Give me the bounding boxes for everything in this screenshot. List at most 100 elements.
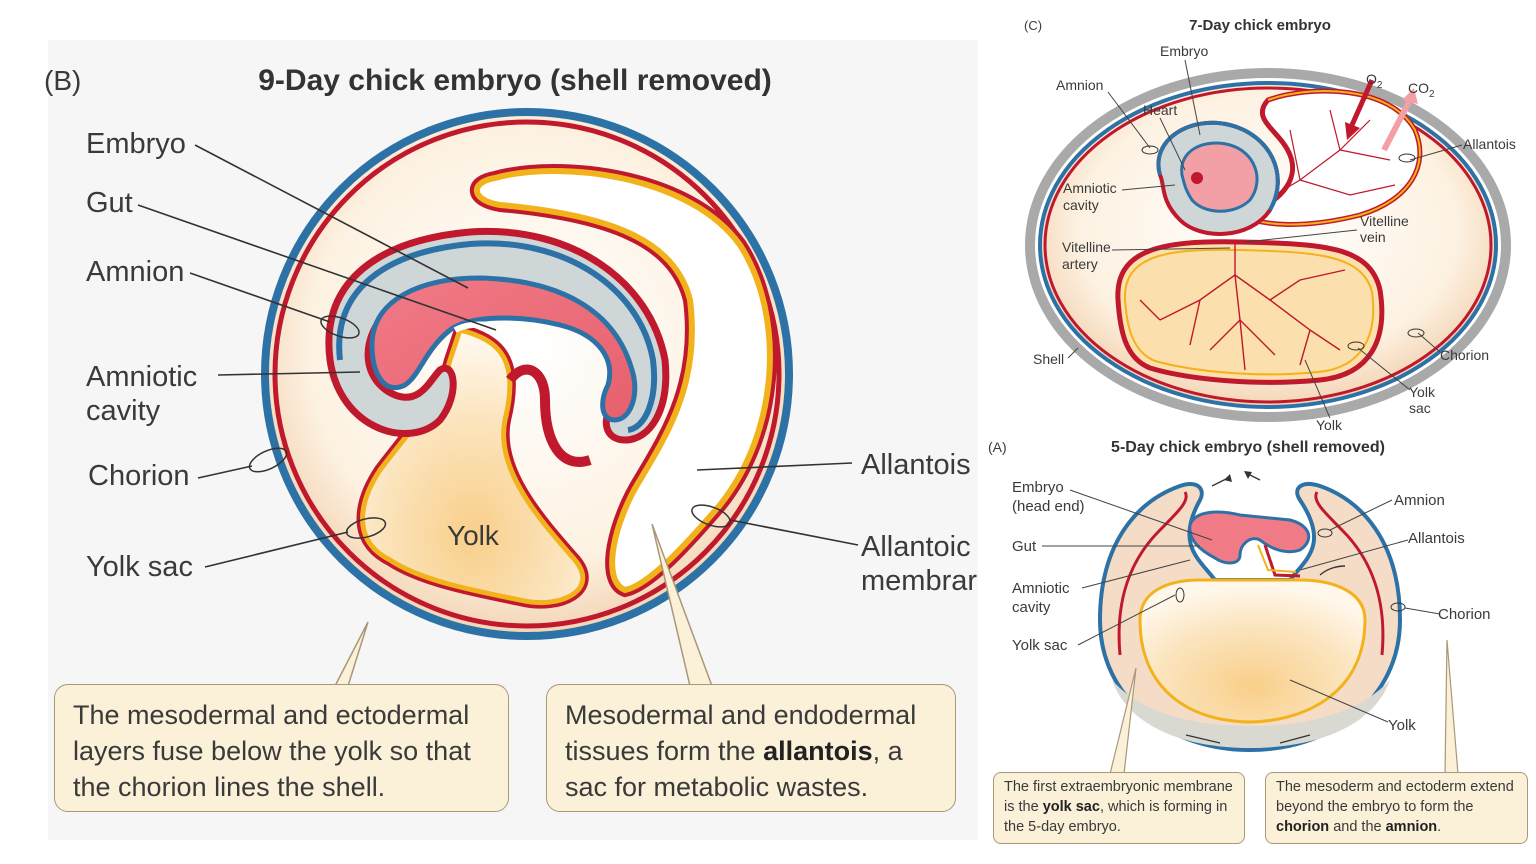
o2-arrow — [1349, 78, 1375, 127]
callout-a1-pointer — [1109, 667, 1137, 775]
panel-a-title: 5-Day chick embryo (shell removed) — [1111, 439, 1385, 456]
allantois-a-bud-inner — [1257, 544, 1297, 573]
amnion-marker — [320, 315, 360, 339]
callout-a-yolksac-pre: The first extraembryonic membrane is the — [1004, 779, 1233, 815]
allantois-c-inner — [1239, 90, 1421, 226]
a-label-yolksac: Yolk sac — [1012, 637, 1068, 654]
yolk-arrow-right — [1279, 734, 1311, 744]
c-label-amniotic-1: Amniotic — [1063, 180, 1117, 196]
callout-b2-pointer — [651, 523, 713, 687]
amnion-c-marker — [1141, 145, 1159, 155]
a-label-embryo-2: (head end) — [1012, 498, 1085, 515]
panel-b: (B) 9-Day chick embryo (shell removed) — [44, 40, 978, 840]
yolk-sac-c-inner — [1123, 248, 1375, 376]
yolksac-a-marker — [1175, 587, 1185, 603]
embryo-body — [369, 275, 638, 423]
panel-b-leaders — [137, 144, 859, 568]
a-label-amniotic-2: cavity — [1012, 599, 1051, 616]
c-label-vitvein-2: vein — [1360, 229, 1386, 245]
yolk-sac — [360, 327, 586, 606]
heart-c — [1191, 172, 1203, 184]
allantois-sac — [473, 168, 773, 594]
label-embryo: Embryo — [86, 128, 186, 160]
callout-a-yolksac: The first extraembryonic membrane is the… — [993, 772, 1245, 844]
panel-a-letter: (A) — [988, 439, 1007, 455]
allantois-c-marker — [1398, 153, 1416, 163]
callout-b-allantois-pre: Mesodermal and endodermal tissues form t… — [565, 700, 917, 766]
chorion-c-marker — [1407, 328, 1425, 338]
label-allantois: Allantois — [861, 449, 971, 481]
label-amnion: Amnion — [86, 256, 184, 288]
callout-b-allantois-post: , a sac for metabolic wastes. — [565, 736, 903, 802]
panel-c: (C) 7-Day chick embryo — [1024, 17, 1516, 433]
callout-a2-pointer — [1444, 639, 1459, 775]
allantoic-stalk — [506, 364, 592, 467]
arrow-up-right-head — [1244, 471, 1252, 479]
c-label-yolksac-2: sac — [1409, 400, 1431, 416]
yolk-a — [1138, 578, 1367, 724]
panel-c-leaders — [1067, 59, 1463, 419]
label-allantoic-membrane-1: Allantoic — [861, 531, 971, 563]
vitelline-vessels — [1139, 240, 1346, 371]
yolk-a-grey-rim — [1112, 680, 1390, 748]
callout-b-chorion-text: The mesodermal and ectodermal layers fus… — [73, 700, 471, 802]
arrow-up-left-head — [1224, 474, 1232, 482]
label-gut: Gut — [86, 187, 133, 219]
c-label-embryo: Embryo — [1160, 43, 1208, 59]
callout-a-yolksac-post: , which is forming in the 5-day embryo. — [1004, 799, 1228, 835]
label-amniotic-cavity-2: cavity — [86, 395, 161, 427]
a-label-amnion: Amnion — [1394, 492, 1445, 509]
callout-a-chorion-amnion: The mesoderm and ectoderm extend beyond … — [1265, 772, 1528, 844]
mesoderm-a-right — [1314, 491, 1385, 656]
c-label-shell: Shell — [1033, 351, 1064, 367]
amnion-ectoderm — [336, 240, 657, 433]
callout-a-ca-post: . — [1437, 819, 1442, 835]
amnion-a-marker — [1317, 528, 1333, 538]
co2-arrowhead — [1402, 88, 1418, 104]
c-label-o2: O2 — [1366, 71, 1383, 91]
co2-arrow — [1381, 98, 1413, 152]
gut-lumen — [453, 321, 522, 338]
c-label-yolk: Yolk — [1316, 417, 1343, 433]
c-label-vitart-1: Vitelline — [1062, 239, 1111, 255]
a-label-chorion: Chorion — [1438, 606, 1491, 623]
c-label-chorion: Chorion — [1440, 347, 1489, 363]
yolksac-marker — [345, 517, 387, 539]
c-label-allantois: Allantois — [1463, 136, 1516, 152]
a-label-embryo-1: Embryo — [1012, 479, 1064, 496]
label-yolk-sac: Yolk sac — [86, 551, 193, 583]
panel-c-title: 7-Day chick embryo — [1189, 17, 1331, 34]
callout-a-ca-pre: The mesoderm and ectoderm extend beyond … — [1276, 779, 1514, 815]
embryo-c — [1180, 141, 1259, 213]
label-yolk: Yolk — [447, 520, 500, 551]
panel-c-letter: (C) — [1024, 18, 1042, 33]
c-label-amniotic-2: cavity — [1063, 197, 1099, 213]
callout-a-ca-bold1: chorion — [1276, 819, 1330, 835]
c-label-co2: CO2 — [1408, 80, 1435, 100]
embryo-a — [1188, 510, 1311, 565]
a-label-gut: Gut — [1012, 538, 1037, 555]
a-label-amniotic-1: Amniotic — [1012, 580, 1070, 597]
callout-a-ca-bold2: amnion — [1385, 819, 1438, 835]
callout-b-allantois-bold: allantois — [763, 736, 873, 766]
panel-b-letter: (B) — [44, 65, 81, 96]
chorion-a-marker — [1390, 602, 1406, 612]
callout-a-yolksac-bold: yolk sac — [1042, 799, 1100, 815]
amnion-c-ectoderm — [1156, 120, 1280, 211]
label-allantoic-membrane-2: membrar — [861, 565, 977, 597]
c-label-vitvein-1: Vitelline — [1360, 213, 1409, 229]
yolk-arrow-left — [1185, 734, 1221, 744]
allantoic-membrane-marker — [691, 504, 731, 528]
panel-b-title: 9-Day chick embryo (shell removed) — [258, 64, 772, 97]
c-label-yolksac-1: Yolk — [1409, 384, 1436, 400]
callout-b-allantois: Mesodermal and endodermal tissues form t… — [546, 684, 956, 812]
callout-b1-pointer — [334, 621, 369, 687]
panel-a: (A) 5-Day chick embryo (shell removed) — [988, 439, 1491, 775]
callout-a-ca-mid: and the — [1329, 819, 1386, 835]
allantois-growth-arrow — [1319, 565, 1346, 576]
yolksac-c-marker — [1347, 341, 1365, 351]
o2-arrowhead — [1345, 122, 1360, 140]
c-label-vitart-2: artery — [1062, 256, 1098, 272]
allantois-a-bud — [1263, 544, 1301, 578]
